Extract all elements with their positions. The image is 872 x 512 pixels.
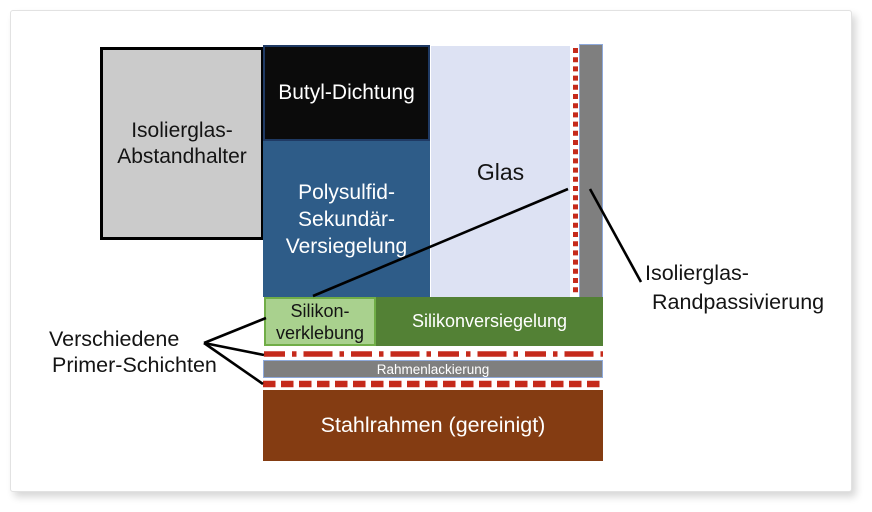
frame-coating-box: Rahmenlackierung (263, 360, 603, 378)
polysulfide-label-line2: Sekundär- (298, 207, 395, 231)
edge-passivation-callout-line1: Isolierglas- (645, 261, 749, 285)
spacer-label-line2: Abstandhalter (117, 144, 247, 168)
diagram-card: Isolierglas- Abstandhalter Butyl-Dichtun… (10, 10, 852, 492)
primer-layers-callout-line2: Primer-Schichten (52, 352, 217, 377)
silicone-bond-label-line1: Silikon- (290, 300, 350, 321)
glass-edge-strip (579, 44, 603, 307)
primer-layers-callout-line1: Verschiedene (49, 327, 180, 351)
diagram-stage: Isolierglas- Abstandhalter Butyl-Dichtun… (11, 11, 851, 491)
polysulfide-label-line3: Versiegelung (285, 234, 408, 258)
spacer-label: Isolierglas- Abstandhalter (103, 118, 261, 170)
steel-frame-box: Stahlrahmen (gereinigt) (263, 390, 603, 461)
primer-layers-callout: Verschiedene Primer-Schichten (49, 327, 217, 378)
silicone-bond-label-line2: verklebung (275, 322, 365, 343)
frame-coating-label: Rahmenlackierung (376, 361, 490, 377)
butyl-sealant-box: Butyl-Dichtung (263, 45, 430, 141)
silicone-seal-box: Silikonversiegelung (376, 297, 603, 346)
polysulfide-seal-box: Polysulfid- Sekundär- Versiegelung (263, 141, 430, 297)
glass-label: Glas (476, 159, 525, 185)
silicone-seal-label: Silikonversiegelung (411, 311, 568, 331)
silicone-bond-label: Silikon- verklebung (266, 300, 374, 344)
butyl-label: Butyl-Dichtung (278, 81, 415, 104)
edge-passivation-callout-line2: Randpassivierung (652, 290, 825, 314)
spacer-label-line1: Isolierglas- (131, 118, 233, 142)
edge-passivation-callout: Isolierglas- Randpassivierung (645, 259, 824, 317)
steel-frame-label: Stahlrahmen (gereinigt) (320, 413, 546, 437)
silicone-bond-box: Silikon- verklebung (264, 297, 376, 346)
spacer-box: Isolierglas- Abstandhalter (100, 47, 264, 240)
polysulfide-label: Polysulfid- Sekundär- Versiegelung (263, 179, 430, 260)
polysulfide-label-line1: Polysulfid- (298, 180, 395, 204)
